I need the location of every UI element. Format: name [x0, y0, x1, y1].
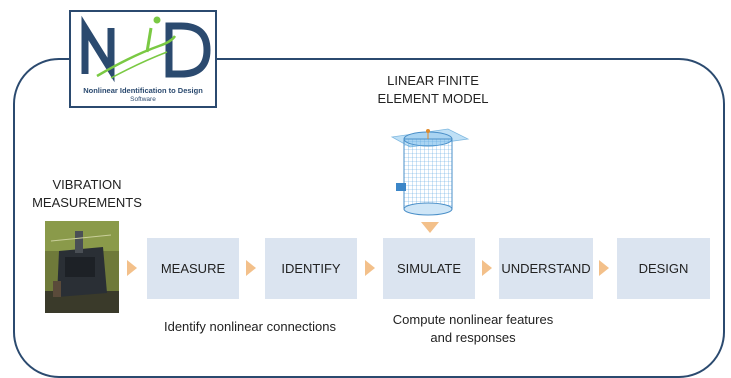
model-to-simulate-arrow	[421, 222, 439, 233]
understand-to-design-arrow	[599, 260, 609, 276]
simulate-to-understand-arrow	[482, 260, 492, 276]
vibration-test-photo	[45, 221, 119, 313]
nid-logo-mark	[81, 15, 211, 83]
vibration-title-line2: MEASUREMENTS	[32, 195, 142, 210]
logo-subtitle: Software	[130, 96, 156, 103]
identify-to-simulate-arrow	[365, 260, 375, 276]
step-identify: IDENTIFY	[265, 238, 357, 299]
finite-element-cylinder-image	[390, 128, 470, 216]
model-title: LINEAR FINITE ELEMENT MODEL	[358, 72, 508, 108]
vibration-title: VIBRATION MEASUREMENTS	[22, 176, 152, 212]
logo-name: Nonlinear Identification to Design	[83, 86, 203, 95]
model-title-line1: LINEAR FINITE	[387, 73, 479, 88]
step-understand: UNDERSTAND	[499, 238, 593, 299]
simulate-note-line1: Compute nonlinear features	[392, 312, 554, 327]
simulate-note: Compute nonlinear features and responses	[383, 311, 563, 347]
measure-to-identify-arrow	[246, 260, 256, 276]
model-title-line2: ELEMENT MODEL	[377, 91, 489, 106]
nid-logo: Nonlinear Identification to Design Softw…	[69, 10, 217, 108]
simulate-note-line2: and responses	[430, 330, 516, 345]
step-simulate: SIMULATE	[383, 238, 475, 299]
identify-note: Identify nonlinear connections	[163, 319, 336, 334]
photo-to-measure-arrow	[127, 260, 137, 276]
step-measure: MEASURE	[147, 238, 239, 299]
step-design: DESIGN	[617, 238, 710, 299]
vibration-title-line1: VIBRATION	[52, 177, 122, 192]
